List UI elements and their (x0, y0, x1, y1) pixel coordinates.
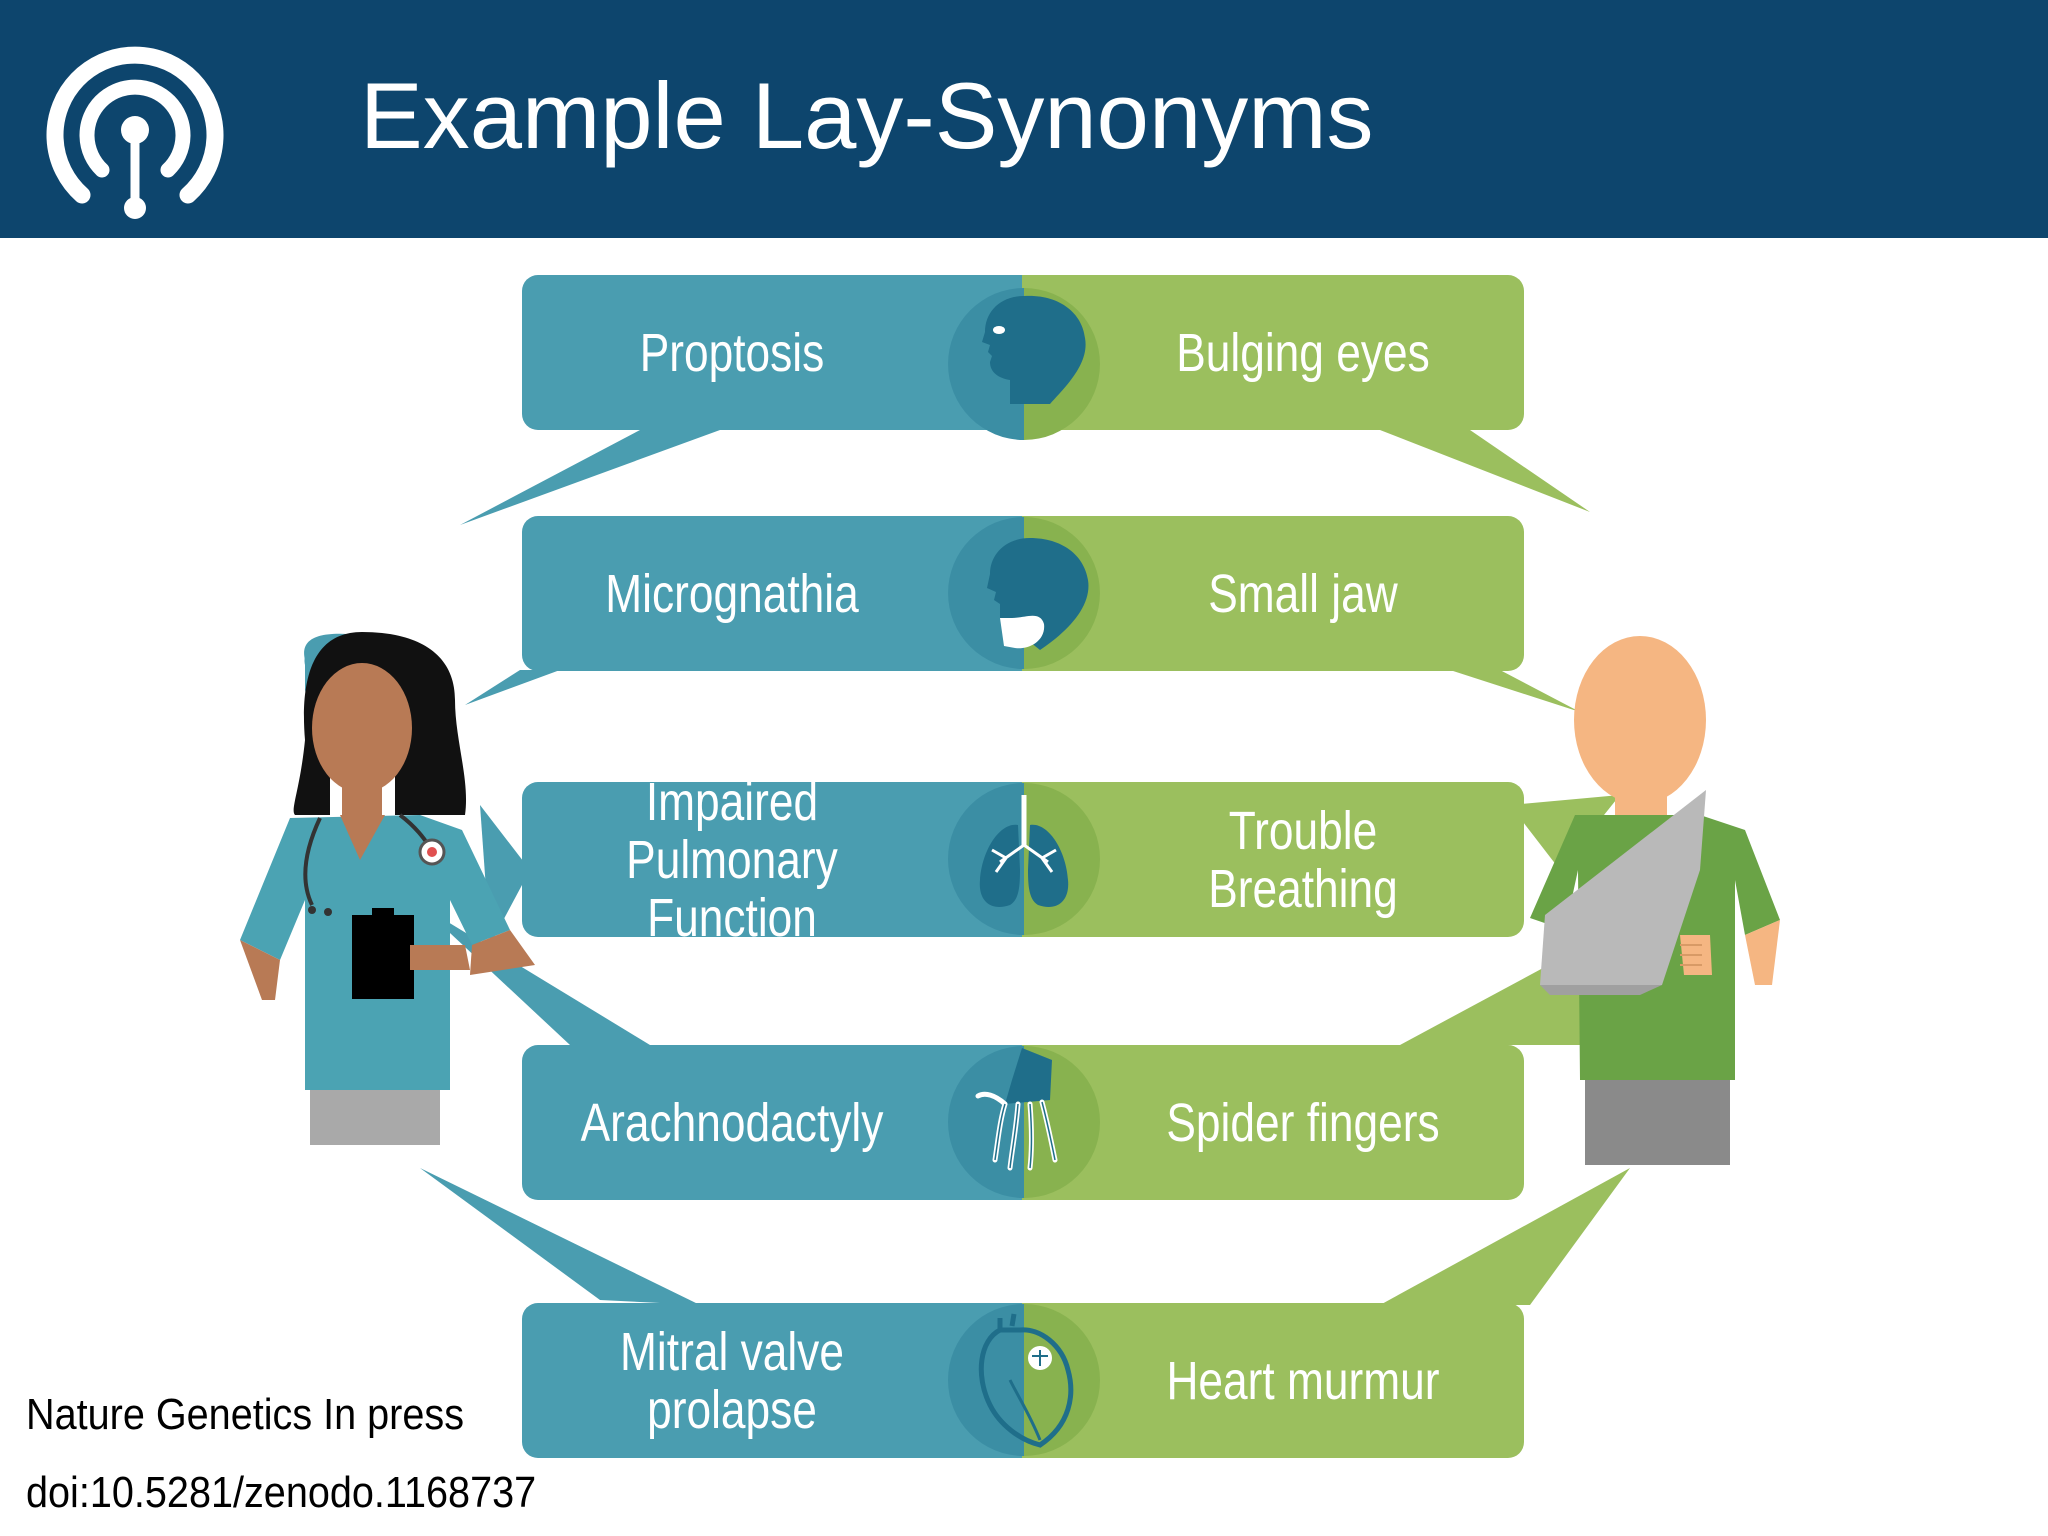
lay-term-trouble-breathing: Trouble Breathing (1208, 800, 1398, 919)
synonym-row-micrognathia (522, 516, 1524, 671)
medical-term-box (522, 782, 1046, 937)
lay-term-small-jaw: Small jaw (1208, 563, 1398, 624)
lay-term-heart-murmur: Heart murmur (1166, 1350, 1440, 1411)
heart-icon (978, 1313, 1074, 1448)
medical-term-mitral-valve-prolapse: Mitral valve prolapse (620, 1321, 844, 1440)
doctor-figure (240, 632, 535, 1145)
face-profile-eye-icon (982, 295, 1086, 404)
synonym-row-arachnodactyly (522, 1045, 1524, 1200)
lay-term-bulging-eyes: Bulging eyes (1176, 322, 1430, 383)
lay-term-box (1024, 275, 1524, 430)
synonym-row-pulmonary (522, 782, 1524, 937)
lay-term-box (1024, 1303, 1524, 1458)
doctor-speech-tails (420, 430, 720, 1305)
lay-term-spider-fingers: Spider fingers (1166, 1092, 1440, 1153)
medical-term-box (522, 1045, 1046, 1200)
medical-term-impaired-pulmonary-function: Impaired Pulmonary Function (626, 771, 838, 948)
patient-figure (1530, 636, 1780, 1165)
lay-term-box (1024, 516, 1524, 671)
lay-term-box (1024, 1045, 1524, 1200)
synonym-row-mitral (522, 1303, 1524, 1458)
medical-term-box (522, 516, 1046, 671)
face-profile-jaw-icon (987, 538, 1089, 650)
medical-term-proptosis: Proptosis (639, 322, 825, 383)
signal-pin-logo-icon (46, 46, 224, 219)
citation-doi: doi:10.5281/zenodo.1168737 (26, 1468, 537, 1517)
medical-term-arachnodactyly: Arachnodactyly (580, 1092, 884, 1153)
header-bar: Example Lay-Synonyms (0, 0, 2048, 238)
hand-fingers-icon (975, 1048, 1058, 1171)
medical-term-box (522, 275, 1046, 430)
synonym-row-proptosis (522, 275, 1524, 440)
lay-term-box (1024, 782, 1524, 937)
medical-term-micrognathia: Micrognathia (605, 563, 859, 624)
medical-term-box (522, 1303, 1046, 1458)
citation-journal: Nature Genetics In press (26, 1390, 465, 1439)
page-title: Example Lay-Synonyms (360, 63, 1374, 168)
lungs-icon (979, 795, 1069, 908)
